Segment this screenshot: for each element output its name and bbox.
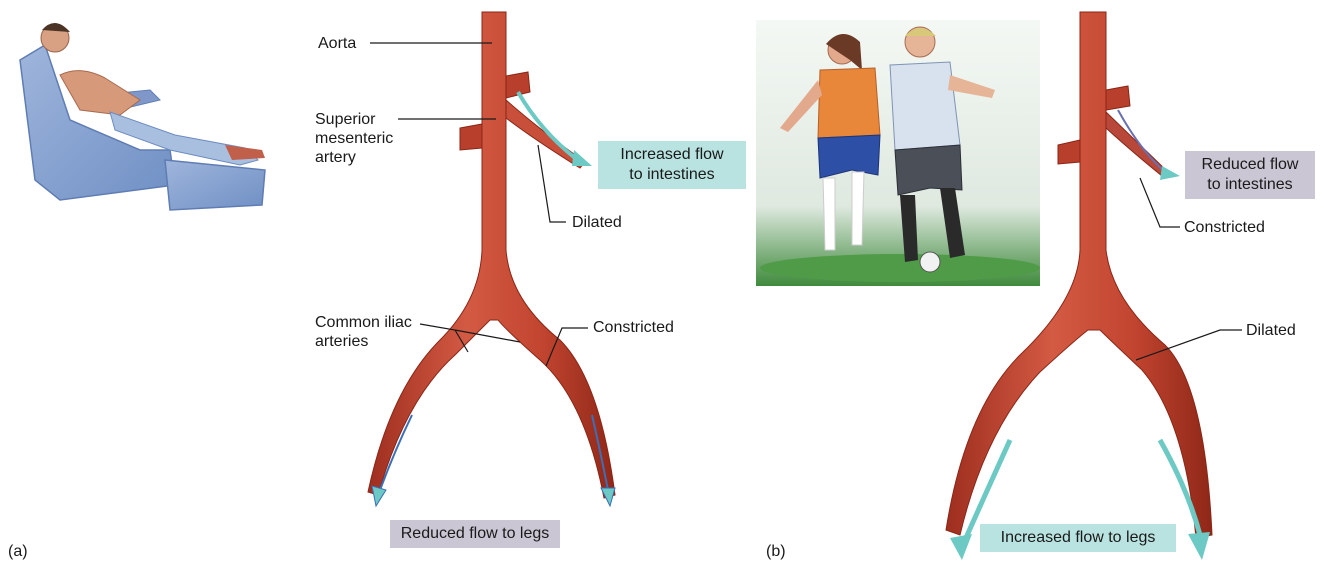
label-superior-mesenteric-artery: Superior mesenteric artery (315, 110, 393, 167)
box-reduced-flow-intestines: Reduced flow to intestines (1185, 151, 1315, 199)
label-constricted-a: Constricted (593, 318, 674, 337)
box-increased-flow-intestines: Increased flow to intestines (598, 141, 746, 189)
soccer-players-illustration (756, 20, 1040, 286)
label-aorta: Aorta (318, 34, 356, 53)
box-reduced-flow-legs: Reduced flow to legs (390, 520, 560, 548)
label-dilated-b: Dilated (1246, 321, 1296, 340)
artery-a (368, 12, 615, 506)
panel-label-a: (a) (8, 543, 28, 561)
box-increased-flow-legs: Increased flow to legs (980, 524, 1176, 552)
resting-person-illustration (20, 23, 265, 210)
label-dilated-a: Dilated (572, 213, 622, 232)
label-constricted-b: Constricted (1184, 218, 1265, 237)
label-common-iliac-arteries: Common iliac arteries (315, 313, 412, 351)
panel-label-b: (b) (766, 543, 786, 561)
